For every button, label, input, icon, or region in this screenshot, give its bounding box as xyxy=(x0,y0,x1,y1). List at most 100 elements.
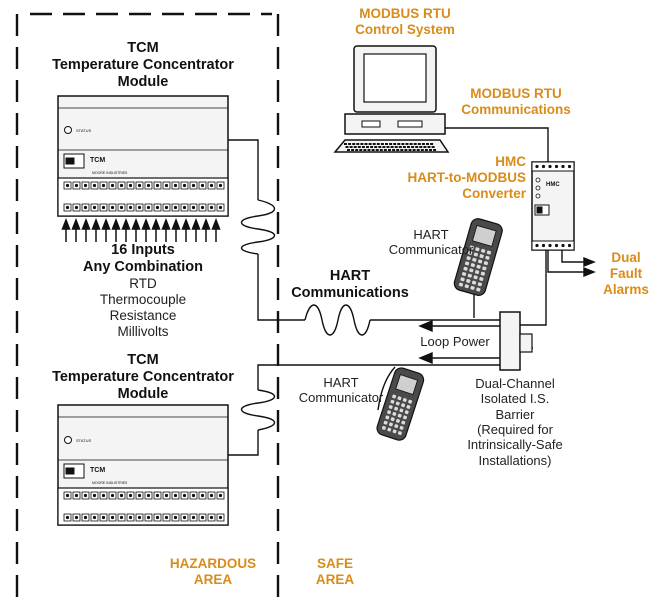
keypad-key xyxy=(477,259,483,264)
tcm-bottom-line2: Temperature Concentrator xyxy=(52,369,234,386)
keypad-key xyxy=(469,245,474,250)
keyboard-keys xyxy=(344,143,437,151)
key xyxy=(393,143,397,145)
key xyxy=(344,143,347,145)
terminal-screw xyxy=(209,493,214,498)
terminal-screw xyxy=(128,493,133,498)
alarm-arrows xyxy=(582,256,596,278)
inputs-line6: Millivolts xyxy=(117,323,169,339)
tcm-face-label-top: TCM xyxy=(90,157,105,164)
key xyxy=(426,143,429,145)
input-arrow-head xyxy=(91,217,101,230)
terminal-screw xyxy=(74,205,79,210)
inputs-label: 16 Inputs Any Combination RTD Thermocoup… xyxy=(40,242,246,340)
hart-comm-2-line1: HART xyxy=(323,375,359,390)
hmc-terminal xyxy=(554,164,559,169)
input-arrow-head xyxy=(151,217,161,230)
keypad-key xyxy=(388,422,393,427)
terminal-screw xyxy=(155,493,160,498)
terminal-screw xyxy=(155,515,160,520)
keypad-key xyxy=(480,271,486,276)
terminal-screw xyxy=(173,205,178,210)
keypad-key xyxy=(475,247,480,252)
terminal-screw xyxy=(137,205,142,210)
key xyxy=(379,149,383,151)
loop-power-arrows xyxy=(418,319,500,365)
keypad-key xyxy=(476,287,481,292)
input-arrow-head xyxy=(131,217,141,230)
input-arrow-head xyxy=(81,217,91,230)
key xyxy=(383,149,387,151)
keypad-key xyxy=(463,266,468,271)
modbus-comm-label: MODBUS RTU Communications xyxy=(446,86,586,118)
barrier-line1: Dual-Channel xyxy=(475,376,555,391)
terminal-screw xyxy=(155,205,160,210)
hmc-label: HMC HART-to-MODBUS Converter xyxy=(376,154,526,202)
tcm-module-top: STATUS TCM MOORE INDUSTRIES xyxy=(57,95,229,217)
terminal-screw xyxy=(200,493,205,498)
terminal-screw xyxy=(209,183,214,188)
hmc-line3: Converter xyxy=(462,185,526,201)
hmc-terminal xyxy=(567,164,572,169)
keypad-key xyxy=(486,250,492,255)
tcm-top-line2: Temperature Concentrator xyxy=(52,57,234,74)
key xyxy=(375,149,379,151)
key xyxy=(394,146,398,148)
inputs-line4: Thermocouple xyxy=(99,292,187,308)
terminal-screw xyxy=(74,493,79,498)
key xyxy=(376,143,380,145)
tcm-module-bottom: STATUS TCM MOORE INDUSTRIES xyxy=(57,404,229,526)
input-arrow-head xyxy=(171,217,181,230)
terminal-screw xyxy=(128,515,133,520)
inputs-line3: RTD xyxy=(129,276,157,292)
terminal-screw xyxy=(83,515,88,520)
terminal-screw xyxy=(173,493,178,498)
hmc-terminal xyxy=(535,243,539,248)
key xyxy=(382,146,386,148)
terminal-screw xyxy=(83,205,88,210)
key xyxy=(423,146,427,148)
terminal-screw xyxy=(137,515,142,520)
hazardous-line2: AREA xyxy=(193,571,233,587)
hart-comm-2-line2: Communicator xyxy=(298,390,384,406)
keypad-key xyxy=(395,401,400,406)
hazardous-area-label: HAZARDOUS AREA xyxy=(154,556,272,588)
terminal-screw xyxy=(110,493,115,498)
keypad-key xyxy=(390,399,395,404)
key xyxy=(385,143,388,145)
keypad-key xyxy=(394,406,399,411)
keypad-key xyxy=(467,273,472,278)
input-arrow-head xyxy=(71,217,81,230)
keypad-key xyxy=(460,277,465,282)
keypad-key xyxy=(480,248,486,253)
terminal-screw xyxy=(191,205,196,210)
terminal-screw xyxy=(182,515,187,520)
terminal-screw xyxy=(65,515,70,520)
terminal-screw xyxy=(191,183,196,188)
keypad-key xyxy=(399,408,404,413)
modbus-control-line2: Control System xyxy=(355,21,455,37)
key xyxy=(430,143,434,145)
terminal-screw xyxy=(164,515,169,520)
hmc-terminal xyxy=(561,164,565,169)
hmc-terminal xyxy=(541,243,546,248)
terminal-screw xyxy=(92,493,97,498)
barrier-line6: Installations) xyxy=(478,452,552,468)
keypad-key xyxy=(392,429,397,434)
status-text-top: STATUS xyxy=(76,128,92,133)
keypad-key xyxy=(392,411,397,416)
coil-top xyxy=(240,199,276,255)
input-arrow-head xyxy=(211,217,221,230)
terminal-screw xyxy=(110,205,115,210)
key xyxy=(421,143,425,145)
tcm-face-label-bottom: TCM xyxy=(90,467,105,474)
keypad-key xyxy=(470,285,475,290)
keypad-key xyxy=(476,264,481,269)
input-arrow-head xyxy=(161,217,171,230)
alarms-label: Dual Fault Alarms xyxy=(592,250,660,298)
key xyxy=(433,149,437,151)
keypad-key xyxy=(404,410,409,415)
keypad-key xyxy=(381,425,386,430)
terminal-screw xyxy=(119,515,124,520)
